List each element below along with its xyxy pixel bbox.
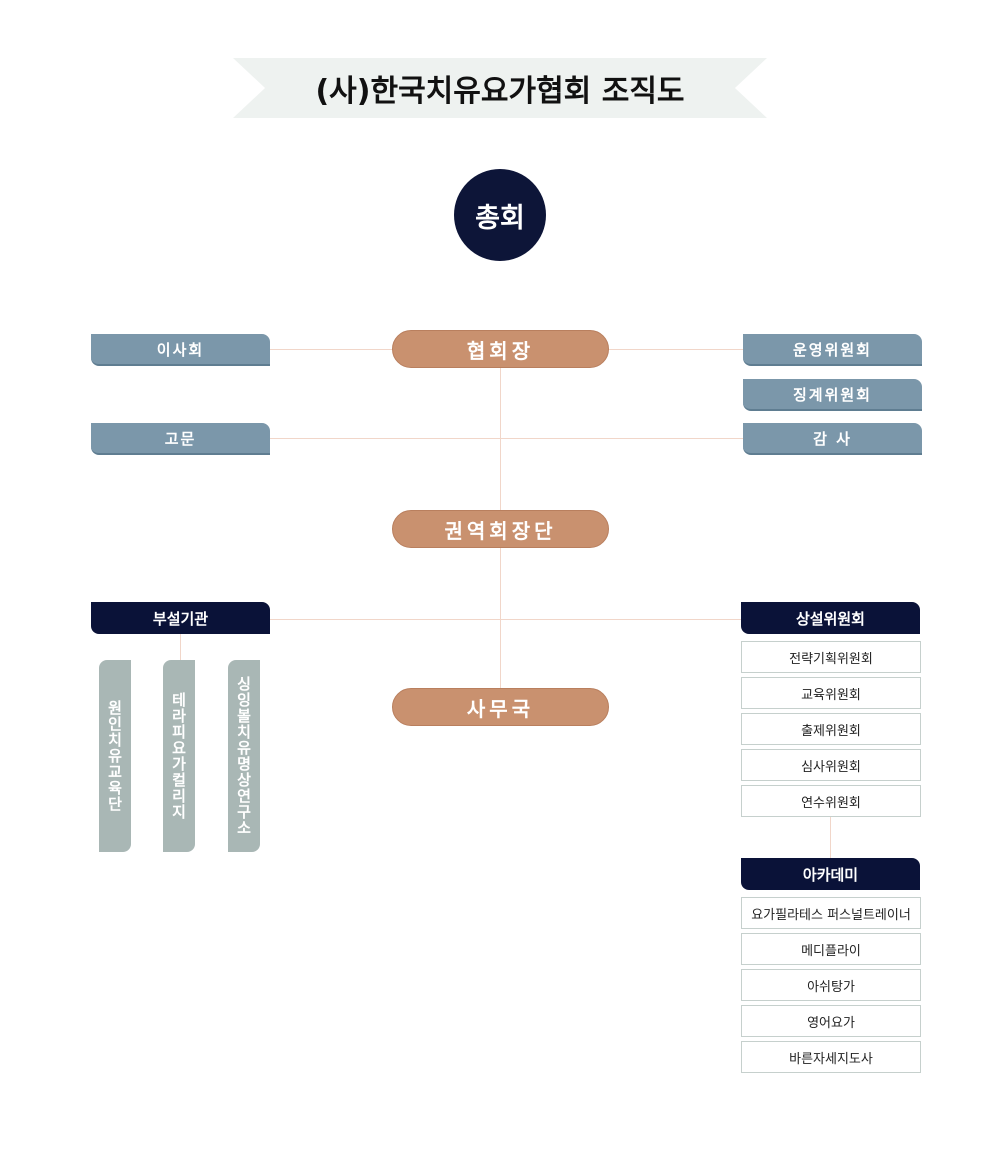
connector-line — [830, 817, 831, 858]
affiliated-header: 부설기관 — [91, 602, 270, 634]
standing-item: 연수위원회 — [741, 785, 921, 817]
operations-committee-node: 운영위원회 — [743, 334, 922, 366]
connector-line — [270, 619, 741, 620]
connector-line — [270, 438, 743, 439]
standing-item: 전략기획위원회 — [741, 641, 921, 673]
regional-node: 권역회장단 — [392, 510, 609, 548]
connector-line — [180, 634, 181, 660]
standing-item: 출제위원회 — [741, 713, 921, 745]
academy-item: 바른자세지도사 — [741, 1041, 921, 1073]
board-node: 이사회 — [91, 334, 270, 366]
page-title: (사)한국치유요가협회 조직도 — [233, 58, 767, 118]
affiliated-item: 원인치유교육단 — [99, 660, 131, 852]
academy-item: 영어요가 — [741, 1005, 921, 1037]
secretariat-node: 사무국 — [392, 688, 609, 726]
academy-header: 아카데미 — [741, 858, 920, 890]
affiliated-item: 싱잉볼치유명상연구소 — [228, 660, 260, 852]
academy-item: 아쉬탕가 — [741, 969, 921, 1001]
standing-item: 교육위원회 — [741, 677, 921, 709]
standing-item: 심사위원회 — [741, 749, 921, 781]
academy-item: 메디플라이 — [741, 933, 921, 965]
president-node: 협회장 — [392, 330, 609, 368]
standing-committee-header: 상설위원회 — [741, 602, 920, 634]
discipline-committee-node: 징계위원회 — [743, 379, 922, 411]
academy-item: 요가필라테스 퍼스널트레이너 — [741, 897, 921, 929]
affiliated-item: 테라피요가컬리지 — [163, 660, 195, 852]
general-assembly-node: 총회 — [454, 169, 546, 261]
advisor-node: 고문 — [91, 423, 270, 455]
audit-node: 감 사 — [743, 423, 922, 455]
